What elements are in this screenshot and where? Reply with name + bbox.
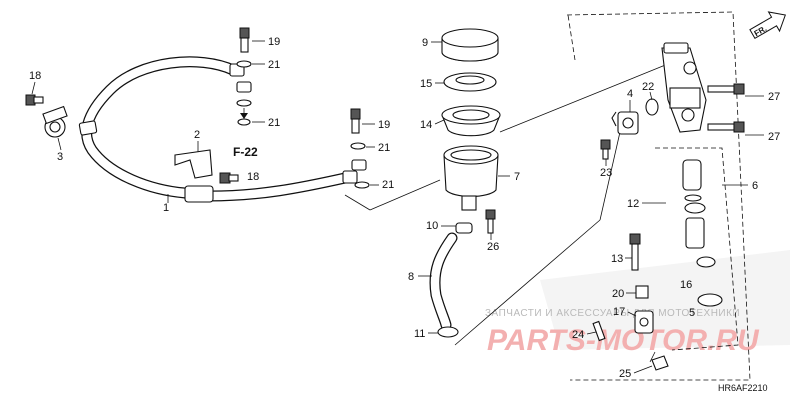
banjo-bolt-middle xyxy=(350,108,370,189)
callout-19-top: 19 xyxy=(268,36,280,48)
callout-2: 2 xyxy=(194,129,200,141)
watermark: ЗАПЧАСТИ И АКСЕССУАРЫ ДЛЯ МОТОТЕХНИКИ PA… xyxy=(485,250,790,357)
callout-7: 7 xyxy=(514,171,520,183)
bolt-18-right xyxy=(219,172,239,184)
callout-3: 3 xyxy=(57,151,63,163)
assembly-frame xyxy=(566,11,751,381)
leader-lines xyxy=(344,54,691,346)
hose-bracket xyxy=(174,149,213,179)
callout-9: 9 xyxy=(422,37,428,49)
clip-11 xyxy=(437,326,459,338)
callout-19-middle: 19 xyxy=(378,119,390,131)
diagram-code: HR6AF2210 xyxy=(718,383,768,393)
cotter-25 xyxy=(649,351,669,371)
bolt-18-left xyxy=(25,94,44,106)
callout-24: 24 xyxy=(572,329,584,341)
callout-1: 1 xyxy=(163,202,169,214)
callout-12: 12 xyxy=(627,198,639,210)
reservoir-cap xyxy=(441,28,499,62)
brake-hose xyxy=(78,56,358,203)
callout-5: 5 xyxy=(689,307,695,319)
callout-22: 22 xyxy=(642,81,654,93)
watermark-line-1: ЗАПЧАСТИ И АКСЕССУАРЫ ДЛЯ МОТОТЕХНИКИ xyxy=(485,308,740,319)
callout-27-bottom: 27 xyxy=(768,131,780,143)
callout-13: 13 xyxy=(611,253,623,265)
direction-arrow-icon: FR. xyxy=(749,11,786,40)
plate-15 xyxy=(443,72,497,92)
bolt-26 xyxy=(485,209,496,234)
joint-17 xyxy=(634,310,654,334)
callouts: 1 2 3 4 5 6 7 8 9 10 11 12 13 14 15 16 1… xyxy=(29,36,780,380)
callout-21-d: 21 xyxy=(382,179,394,191)
nut-20 xyxy=(635,285,649,299)
reservoir-hose xyxy=(429,232,458,331)
callout-21-a: 21 xyxy=(268,59,280,71)
callout-21-c: 21 xyxy=(378,142,390,154)
callout-18-right: 18 xyxy=(247,171,259,183)
pin-24 xyxy=(592,320,606,342)
hose-clamp xyxy=(42,105,68,138)
callout-17: 17 xyxy=(613,306,625,318)
callout-6: 6 xyxy=(752,180,758,192)
clip-10 xyxy=(455,222,473,234)
master-cylinder xyxy=(661,42,707,133)
callout-27-top: 27 xyxy=(768,91,780,103)
callout-18-left: 18 xyxy=(29,70,41,82)
callout-26: 26 xyxy=(487,241,499,253)
screw-23 xyxy=(600,139,611,160)
bolt-27-top xyxy=(707,83,745,95)
callout-14: 14 xyxy=(420,119,432,131)
piston-assembly xyxy=(682,159,723,307)
pushrod-13 xyxy=(629,233,641,271)
banjo-bolt-top xyxy=(236,27,252,126)
figure-reference: F-22 xyxy=(233,145,258,159)
bolt-27-bottom xyxy=(707,121,745,133)
callout-4: 4 xyxy=(627,88,633,100)
joint-4 xyxy=(611,111,639,135)
reservoir xyxy=(443,145,499,211)
callout-15: 15 xyxy=(420,78,432,90)
callout-25: 25 xyxy=(619,368,631,380)
callout-20: 20 xyxy=(612,288,624,300)
callout-21-b: 21 xyxy=(268,117,280,129)
watermark-line-2: PARTS-MOTOR.RU xyxy=(487,324,760,357)
diaphragm-14 xyxy=(441,105,501,137)
o-ring-22 xyxy=(645,98,659,116)
callout-16: 16 xyxy=(680,279,692,291)
callout-8: 8 xyxy=(408,271,414,283)
callout-23: 23 xyxy=(600,167,612,179)
callout-11: 11 xyxy=(414,328,425,340)
callout-10: 10 xyxy=(426,220,438,232)
